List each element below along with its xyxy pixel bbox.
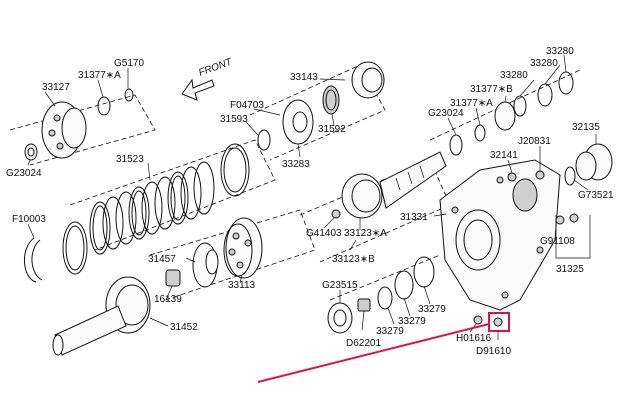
part-plate-b[interactable]: [62, 221, 88, 275]
label-g23024-right: G23024: [428, 108, 464, 119]
part-31593[interactable]: [257, 129, 271, 151]
label-g91108: G91108: [540, 236, 575, 247]
group-33143: [245, 61, 386, 161]
part-g91108-b[interactable]: [569, 213, 579, 223]
group-bottom-center: [327, 254, 441, 334]
label-31377a-left: 31377∗A: [78, 70, 121, 81]
part-33279-b[interactable]: [394, 270, 414, 300]
part-g73521[interactable]: [564, 166, 576, 186]
group-31523: [62, 139, 276, 275]
label-31452: 31452: [170, 322, 198, 333]
group-top-right: [429, 54, 581, 156]
part-d62201[interactable]: [357, 298, 371, 312]
label-f04703: F04703: [230, 100, 264, 111]
label-31331: 31331: [400, 212, 428, 223]
label-33280-top: 33280: [546, 46, 574, 57]
part-g23024-left[interactable]: [24, 143, 38, 161]
part-33279-a[interactable]: [377, 286, 393, 310]
label-31325: 31325: [556, 264, 584, 275]
label-31377a-right: 31377∗A: [450, 98, 493, 109]
part-32141[interactable]: [507, 172, 517, 182]
label-f10003: F10003: [12, 214, 46, 225]
label-33280-mid: 33280: [500, 70, 528, 81]
part-g41403[interactable]: [331, 209, 341, 219]
label-g5170: G5170: [114, 58, 144, 69]
part-33143[interactable]: [351, 61, 385, 99]
group-lower-left: [52, 209, 316, 356]
group-33127: [9, 68, 156, 166]
part-31377a-right[interactable]: [474, 124, 486, 142]
label-d62201: D62201: [346, 338, 381, 349]
label-j20831: J20831: [518, 136, 551, 147]
part-g5170[interactable]: [124, 88, 134, 102]
label-31593: 31593: [220, 114, 248, 125]
label-33113: 33113: [228, 280, 256, 291]
part-g23024-right[interactable]: [449, 134, 463, 156]
part-31452[interactable]: [52, 276, 151, 356]
label-32141: 32141: [490, 150, 518, 161]
part-33280-mid[interactable]: [513, 95, 527, 117]
label-31523: 31523: [116, 154, 144, 165]
label-33279-c: 33279: [418, 304, 446, 315]
part-33123[interactable]: [341, 151, 447, 219]
part-h01616[interactable]: [473, 315, 483, 325]
label-d91610: D91610: [476, 346, 511, 357]
part-33280-top-a[interactable]: [537, 83, 553, 107]
label-33127: 33127: [42, 82, 70, 93]
part-31377b[interactable]: [494, 101, 516, 131]
part-33283[interactable]: [282, 99, 314, 145]
part-31523[interactable]: [89, 161, 215, 255]
label-33279-a: 33279: [376, 326, 404, 337]
part-31377a-left[interactable]: [97, 96, 111, 116]
highlight-box: [488, 312, 510, 332]
label-33279-b: 33279: [398, 316, 426, 327]
label-g23024-left: G23024: [6, 168, 42, 179]
label-h01616: H01616: [456, 333, 491, 344]
part-d91610[interactable]: [493, 317, 503, 327]
label-g23515: G23515: [322, 280, 358, 291]
part-33280-top-b[interactable]: [558, 71, 574, 95]
part-16139[interactable]: [165, 269, 181, 287]
label-33283: 33283: [282, 159, 310, 170]
front-label: FRONT: [197, 56, 234, 78]
highlight-pointer-line: [257, 323, 490, 383]
label-33143: 33143: [290, 72, 318, 83]
label-31457: 31457: [148, 254, 176, 265]
front-arrow: [181, 78, 215, 101]
label-33123b: 33123∗B: [332, 254, 375, 265]
group-32135: [507, 134, 613, 259]
label-33123a: 33123∗A: [344, 228, 387, 239]
label-33280-a: 33280: [530, 58, 558, 69]
label-32135: 32135: [572, 122, 600, 133]
part-j20831[interactable]: [535, 170, 545, 180]
part-g91108-a[interactable]: [555, 215, 565, 225]
label-g41403: G41403: [306, 228, 342, 239]
group-33123: [299, 151, 451, 263]
label-g73521: G73521: [578, 190, 614, 201]
part-f10003[interactable]: [24, 237, 43, 283]
part-g23515[interactable]: [327, 302, 353, 334]
part-33279-c[interactable]: [413, 256, 435, 288]
label-31377b-2: 31377∗B: [470, 84, 513, 95]
label-16139: 16139: [154, 294, 182, 305]
part-plate-a[interactable]: [220, 143, 250, 197]
label-31592: 31592: [318, 124, 346, 135]
part-31331[interactable]: [439, 159, 561, 311]
